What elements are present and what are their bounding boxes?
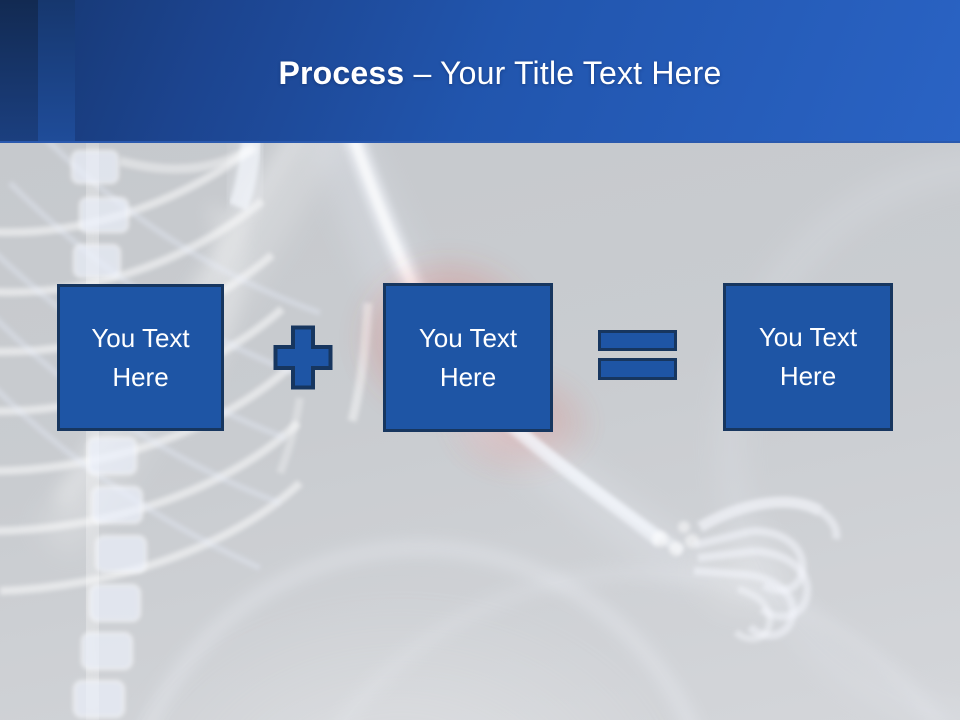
slide-title[interactable]: Process – Your Title Text Here xyxy=(0,0,960,141)
slide-header: Process – Your Title Text Here xyxy=(0,0,960,143)
slide-body: You Text Here You Text Here You Text Her… xyxy=(0,143,960,720)
process-box-1[interactable]: You Text Here xyxy=(57,284,224,431)
header-accent-strip-dark xyxy=(0,0,38,141)
title-keyword: Process xyxy=(278,55,405,91)
title-subtitle: – Your Title Text Here xyxy=(404,55,722,91)
equals-bar-top xyxy=(598,330,677,351)
equals-icon[interactable] xyxy=(598,330,677,380)
process-box-3[interactable]: You Text Here xyxy=(723,283,893,431)
equals-bar-bottom xyxy=(598,358,677,380)
header-accent-strip-mid xyxy=(38,0,75,141)
process-box-2[interactable]: You Text Here xyxy=(383,283,553,432)
plus-icon[interactable] xyxy=(273,325,333,390)
